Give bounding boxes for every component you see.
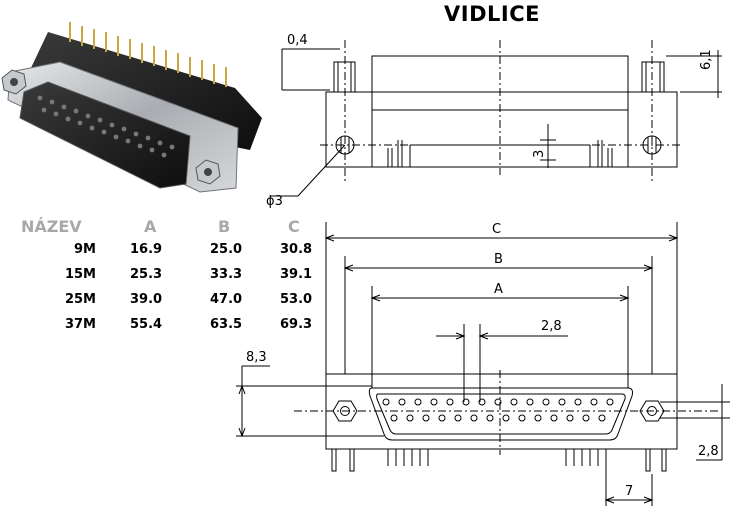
- label-tab-depth: 3: [532, 150, 547, 158]
- cell-a: 16.9: [130, 242, 163, 257]
- label-height: 6,1: [699, 49, 714, 70]
- label-dim-c: C: [492, 222, 501, 237]
- dim-top-plate: [281, 48, 340, 91]
- label-pin-pitch: 2,8: [541, 319, 562, 334]
- dim-flange-height: [236, 365, 384, 438]
- header-b: B: [218, 217, 231, 236]
- dim-c: [324, 222, 679, 374]
- dim-pin-row-length: [604, 466, 654, 506]
- dim-pin-offset: [660, 384, 730, 461]
- front-view: [294, 370, 720, 472]
- cell-b: 63.5: [210, 317, 243, 332]
- header-a: A: [144, 217, 157, 236]
- label-hole-diameter: ϕ3: [266, 194, 283, 209]
- diagram-title: VIDLICE: [444, 2, 540, 26]
- label-dim-b: B: [494, 252, 503, 267]
- connector-photo: [1, 22, 262, 193]
- label-top-plate: 0,4: [287, 33, 308, 48]
- dim-tab-depth: [540, 124, 556, 168]
- dim-a: [370, 286, 630, 388]
- cell-name: 25M: [64, 292, 96, 307]
- cell-c: 69.3: [280, 317, 313, 332]
- cell-c: 39.1: [280, 267, 313, 282]
- side-view: [320, 40, 680, 182]
- cell-c: 30.8: [280, 242, 313, 257]
- header-nazev: NÁZEV: [21, 217, 82, 236]
- header-c: C: [288, 217, 300, 236]
- hex-nut-right: [195, 159, 221, 185]
- cell-a: 55.4: [130, 317, 163, 332]
- dim-height: [666, 50, 722, 98]
- dim-b: [343, 256, 654, 374]
- cell-name: 37M: [64, 317, 96, 332]
- cell-c: 53.0: [280, 292, 313, 307]
- pin-grid: [382, 398, 614, 422]
- hex-nut-left: [1, 69, 27, 95]
- dim-pin-pitch: [436, 324, 568, 402]
- cell-name: 9M: [74, 242, 96, 257]
- label-dim-a: A: [494, 282, 503, 297]
- cell-a: 39.0: [130, 292, 163, 307]
- label-pin-row-length: 7: [625, 484, 633, 499]
- label-flange-height: 8,3: [246, 350, 267, 365]
- label-pin-offset: 2,8: [698, 444, 719, 459]
- cell-b: 33.3: [210, 267, 243, 282]
- cell-a: 25.3: [130, 267, 163, 282]
- cell-b: 47.0: [210, 292, 243, 307]
- leader-hole-diameter: [270, 144, 346, 197]
- cell-name: 15M: [64, 267, 96, 282]
- cell-b: 25.0: [210, 242, 243, 257]
